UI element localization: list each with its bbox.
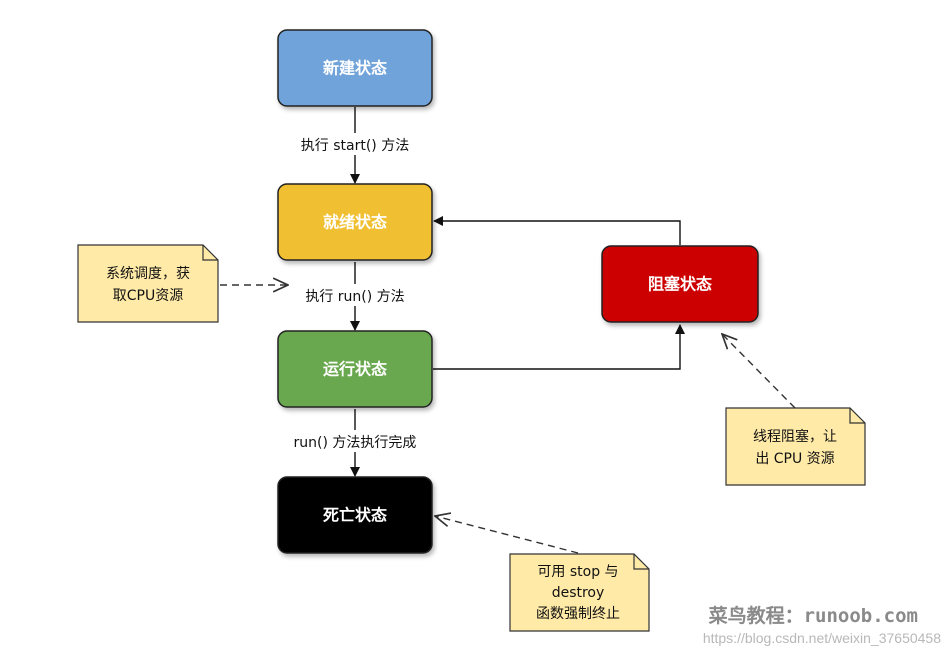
edge-label-start: 执行 start() 方法 <box>301 138 409 154</box>
dashed-arrow-stop <box>435 516 579 554</box>
state-running <box>277 330 433 408</box>
state-blocked-label: 阻塞状态 <box>648 275 712 294</box>
note-blocking-line-1: 线程阻塞，让 <box>753 428 837 445</box>
note-stop-line-1: 可用 stop 与 <box>537 564 618 580</box>
note-stop: 可用 stop 与 destroy 函数强制终止 <box>509 553 650 632</box>
watermark-site: 菜鸟教程：runoob.com <box>708 604 918 627</box>
note-scheduler-line-2: 取CPU资源 <box>113 288 183 304</box>
note-blocking-line-2: 出 CPU 资源 <box>755 451 834 467</box>
state-blocked-box <box>601 245 759 323</box>
state-ready-box <box>277 183 433 261</box>
note-blocking: 线程阻塞，让 出 CPU 资源 <box>725 407 866 486</box>
watermark-url: https://blog.csdn.net/weixin_37650458 <box>703 630 941 646</box>
state-blocked <box>601 245 759 323</box>
note-blocking-body <box>725 407 866 486</box>
state-new-label: 新建状态 <box>323 59 387 78</box>
note-scheduler: 系统调度，获 取CPU资源 <box>77 244 219 323</box>
note-stop-body <box>509 553 650 632</box>
state-dead-label: 死亡状态 <box>323 506 387 525</box>
state-ready-label: 就绪状态 <box>323 213 387 232</box>
state-new-box <box>277 29 433 107</box>
state-ready <box>277 183 433 261</box>
edge-label-run: 执行 run() 方法 <box>305 289 404 305</box>
state-running-box <box>277 330 433 408</box>
note-stop-line-2: destroy <box>552 585 605 601</box>
edge-label-run-complete: run() 方法执行完成 <box>294 435 417 451</box>
dashed-arrow-blocking <box>722 334 796 409</box>
state-new <box>277 29 433 107</box>
note-stop-line-3: 函数强制终止 <box>536 606 620 622</box>
note-scheduler-line-1: 系统调度，获 <box>106 266 190 282</box>
state-dead <box>277 476 433 554</box>
state-dead-box <box>277 476 433 554</box>
note-scheduler-body <box>77 244 219 323</box>
edge-blocked-to-ready <box>433 216 681 245</box>
edge-running-to-blocked <box>433 324 685 370</box>
state-running-label: 运行状态 <box>323 360 387 379</box>
